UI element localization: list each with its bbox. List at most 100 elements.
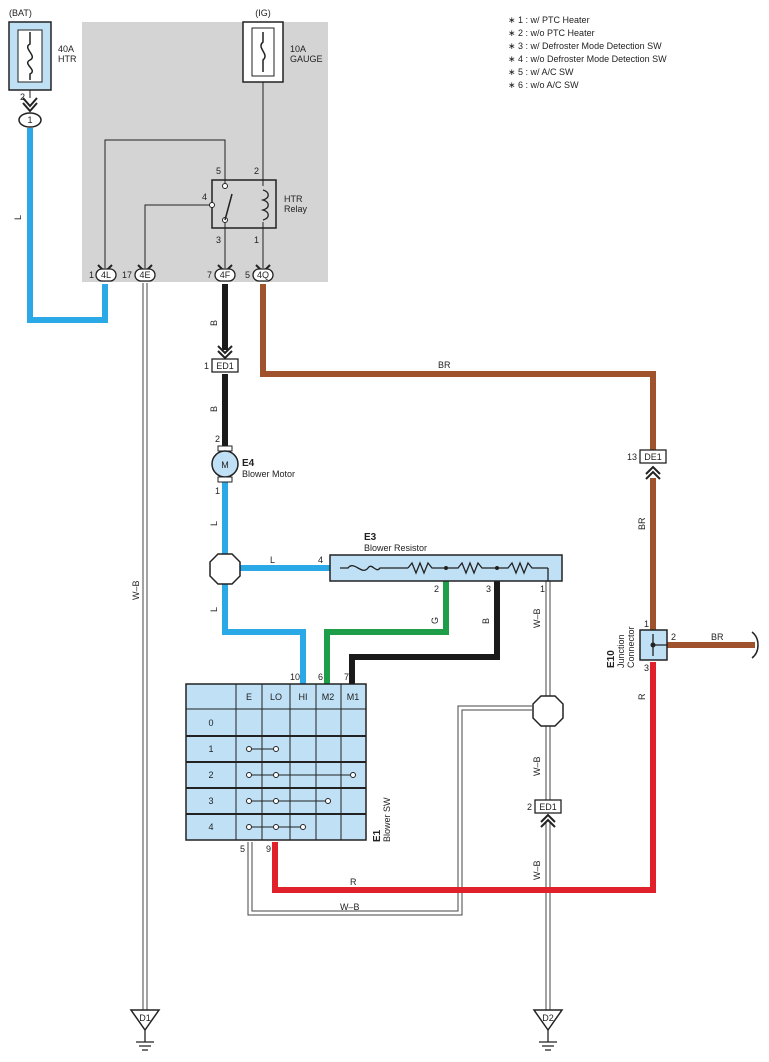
- legend-item: ∗ 3 : w/ Defroster Mode Detection SW: [508, 41, 662, 51]
- connector-arrow-icon: [22, 97, 38, 113]
- sw-continuity-row1: [246, 746, 279, 752]
- ground-d2-icon: [532, 1009, 564, 1051]
- relay-pin-4: 4: [202, 192, 207, 202]
- junction-name-1: Junction: [616, 634, 626, 668]
- ed1-pin-top: 1: [204, 361, 209, 371]
- internal-line-4e: [144, 204, 212, 268]
- wire-label-wb-d1: W–B: [131, 580, 141, 600]
- motor-name: Blower Motor: [242, 469, 295, 479]
- internal-line-4l: [104, 139, 226, 268]
- svg-text:4L: 4L: [101, 270, 111, 280]
- fuse-40a-name: HTR: [58, 54, 77, 64]
- blower-switch-table: [185, 683, 367, 841]
- sw-row-4: 4: [208, 822, 213, 832]
- motor-pin-bottom: 1: [215, 486, 220, 496]
- legend-item: ∗ 5 : w/ A/C SW: [508, 67, 574, 77]
- panel-connector-4q: 4Q 5: [245, 264, 274, 282]
- junction-pin-3: 3: [644, 663, 649, 673]
- svg-text:5: 5: [245, 270, 250, 280]
- connector-arrow-icon: [217, 345, 233, 360]
- ground-d1-icon: [129, 1009, 161, 1051]
- panel-connector-4l: 4L 1: [89, 264, 117, 282]
- ed1-connector-top: [211, 358, 239, 373]
- wire-label-wb-3: W–B: [532, 860, 542, 880]
- wire-label-wb-4: W–B: [340, 902, 360, 912]
- splice-l: [209, 553, 241, 585]
- de1-connector: [639, 449, 667, 464]
- sw-pin-6: 6: [318, 672, 323, 682]
- wire-label-g: G: [430, 617, 440, 624]
- svg-text:ED1: ED1: [216, 361, 234, 371]
- bat-connector-id: 1: [27, 115, 32, 125]
- de1-pin: 13: [627, 452, 637, 462]
- svg-text:17: 17: [122, 270, 132, 280]
- motor-symbol: M: [221, 460, 229, 470]
- relay-switch-icon: [224, 193, 233, 221]
- sw-continuity-row3: [246, 798, 331, 804]
- fuse-10a-name: GAUGE: [290, 54, 323, 64]
- connector-arrow-icon: [645, 465, 661, 480]
- sw-pin-9: 9: [266, 844, 271, 854]
- wire-label-b-3: B: [481, 618, 491, 624]
- svg-text:ED1: ED1: [539, 802, 557, 812]
- relay-pin-3: 3: [216, 235, 221, 245]
- wire-label-br-2: BR: [637, 517, 647, 530]
- wire-label-br-1: BR: [438, 360, 451, 370]
- legend-item: ∗ 6 : w/o A/C SW: [508, 80, 579, 90]
- resistor-pin-1: 1: [540, 584, 545, 594]
- fuse-10a-icon: [260, 32, 266, 72]
- sw-continuity-row4: [246, 824, 306, 830]
- relay-pin-5: 5: [216, 166, 221, 176]
- wire-wb-d2: [247, 581, 551, 1010]
- relay-pin-1: 1: [254, 235, 259, 245]
- relay-name-2: Relay: [284, 204, 308, 214]
- fuse-10a-rating: 10A: [290, 44, 306, 54]
- svg-text:7: 7: [207, 270, 212, 280]
- wire-r-e10: [272, 662, 656, 893]
- sw-col-e: E: [246, 692, 252, 702]
- sw-row-3: 3: [208, 796, 213, 806]
- legend-item: ∗ 2 : w/o PTC Heater: [508, 28, 595, 38]
- svg-text:1: 1: [89, 270, 94, 280]
- wire-b-m1: [349, 581, 500, 684]
- sw-name: Blower SW: [382, 797, 392, 842]
- thermal-fuse-icon: [340, 565, 408, 571]
- ig-source-label: (IG): [255, 8, 271, 18]
- bat-source-label: (BAT): [9, 8, 32, 18]
- wire-label-l-4: L: [209, 607, 219, 612]
- fuse-40a-rating: 40A: [58, 44, 74, 54]
- sw-continuity-row2: [246, 772, 356, 778]
- sw-row-1: 1: [208, 744, 213, 754]
- wire-label-wb-2: W–B: [532, 756, 542, 776]
- sw-col-hi: HI: [299, 692, 308, 702]
- bat-fuse-pin: 2: [20, 92, 25, 102]
- svg-text:DE1: DE1: [644, 452, 662, 462]
- wire-label-br-3: BR: [711, 632, 724, 642]
- wire-br-de1: [260, 284, 656, 450]
- relay-coil-icon: [260, 189, 269, 221]
- wire-label-b-1: B: [209, 320, 219, 326]
- relay-name-1: HTR: [284, 194, 303, 204]
- fuse-40a-icon: [27, 32, 33, 80]
- sw-pin-5: 5: [240, 844, 245, 854]
- splice-wb: [532, 695, 564, 727]
- ed1-pin-bottom: 2: [527, 802, 532, 812]
- sw-pin-10: 10: [290, 672, 300, 682]
- wire-label-r-2: R: [350, 877, 357, 887]
- motor-pin-top: 2: [215, 434, 220, 444]
- junction-pin-2: 2: [671, 632, 676, 642]
- legend: ∗ 1 : w/ PTC Heater ∗ 2 : w/o PTC Heater…: [508, 15, 667, 90]
- resistor-pin-2: 2: [434, 584, 439, 594]
- bat-connector: [18, 112, 42, 128]
- wire-g-m2: [324, 581, 449, 684]
- svg-text:4Q: 4Q: [257, 270, 269, 280]
- wire-label-l: L: [13, 215, 23, 220]
- resistor-code: E3: [364, 532, 377, 543]
- sw-col-m1: M1: [347, 692, 360, 702]
- resistor-pin-4: 4: [318, 555, 323, 565]
- wire-label-l-3: L: [270, 555, 275, 565]
- svg-text:4F: 4F: [220, 270, 231, 280]
- wire-label-b-2: B: [209, 406, 219, 412]
- wire-l-hi: [222, 584, 306, 684]
